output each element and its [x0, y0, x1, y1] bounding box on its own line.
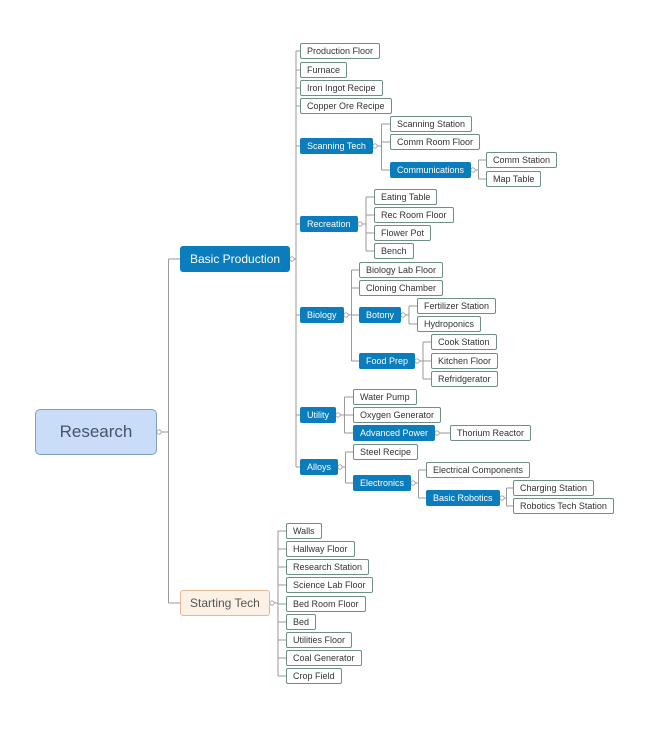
topic-eating-table[interactable]: Eating Table — [374, 189, 438, 205]
collapse-toggle — [414, 358, 420, 364]
topic-recreation[interactable]: Recreation — [300, 216, 358, 232]
topic-comm-room-floor[interactable]: Comm Room Floor — [390, 134, 481, 150]
topic-electronics[interactable]: Electronics — [353, 475, 412, 491]
topic-crop-field[interactable]: Crop Field — [286, 668, 342, 684]
topic-cloning-chamber[interactable]: Cloning Chamber — [359, 280, 444, 296]
topic-walls[interactable]: Walls — [286, 523, 322, 539]
branch-starting-tech[interactable]: Starting Tech — [180, 590, 270, 616]
branch-basic-production[interactable]: Basic Production — [180, 246, 291, 272]
topic-scanning-tech[interactable]: Scanning Tech — [300, 138, 373, 154]
topic-fertilizer-station[interactable]: Fertilizer Station — [417, 298, 497, 314]
collapse-toggle — [269, 600, 275, 606]
topic-bed[interactable]: Bed — [286, 614, 317, 630]
topic-copper-ore-recipe[interactable]: Copper Ore Recipe — [300, 98, 392, 114]
topic-science-lab-floor[interactable]: Science Lab Floor — [286, 577, 373, 593]
collapse-toggle — [343, 312, 349, 318]
topic-iron-ingot-recipe[interactable]: Iron Ingot Recipe — [300, 80, 383, 96]
topic-furnace[interactable]: Furnace — [300, 62, 348, 78]
collapse-toggle — [434, 430, 440, 436]
topic-kitchen-floor[interactable]: Kitchen Floor — [431, 353, 499, 369]
topic-basic-robotics[interactable]: Basic Robotics — [426, 490, 500, 506]
topic-charging-station[interactable]: Charging Station — [513, 480, 595, 496]
topic-electrical-components[interactable]: Electrical Components — [426, 462, 531, 478]
topic-refridgerator[interactable]: Refridgerator — [431, 371, 498, 387]
root-node[interactable]: Research — [35, 409, 157, 455]
topic-bed-room-floor[interactable]: Bed Room Floor — [286, 596, 366, 612]
topic-biology[interactable]: Biology — [300, 307, 344, 323]
topic-botony[interactable]: Botony — [359, 307, 402, 323]
topic-flower-pot[interactable]: Flower Pot — [374, 225, 432, 241]
topic-water-pump[interactable]: Water Pump — [353, 389, 417, 405]
topic-utility[interactable]: Utility — [300, 407, 336, 423]
topic-research-station[interactable]: Research Station — [286, 559, 370, 575]
collapse-toggle — [289, 256, 295, 262]
topic-coal-generator[interactable]: Coal Generator — [286, 650, 362, 666]
topic-production-floor[interactable]: Production Floor — [300, 43, 381, 59]
topic-alloys[interactable]: Alloys — [300, 459, 339, 475]
topic-utilities-floor[interactable]: Utilities Floor — [286, 632, 353, 648]
topic-oxygen-generator[interactable]: Oxygen Generator — [353, 407, 442, 423]
topic-rec-room-floor[interactable]: Rec Room Floor — [374, 207, 454, 223]
topic-map-table[interactable]: Map Table — [486, 171, 542, 187]
collapse-toggle — [372, 143, 378, 149]
topic-cook-station[interactable]: Cook Station — [431, 334, 497, 350]
collapse-toggle — [400, 312, 406, 318]
topic-steel-recipe[interactable]: Steel Recipe — [353, 444, 419, 460]
topic-food-prep[interactable]: Food Prep — [359, 353, 416, 369]
collapse-toggle — [499, 495, 505, 501]
collapse-toggle — [357, 221, 363, 227]
collapse-toggle — [335, 412, 341, 418]
topic-hallway-floor[interactable]: Hallway Floor — [286, 541, 355, 557]
topic-bench[interactable]: Bench — [374, 243, 414, 259]
collapse-toggle — [470, 167, 476, 173]
topic-biology-lab-floor[interactable]: Biology Lab Floor — [359, 262, 444, 278]
collapse-toggle — [156, 429, 162, 435]
topic-hydroponics[interactable]: Hydroponics — [417, 316, 482, 332]
topic-robotics-tech-station[interactable]: Robotics Tech Station — [513, 498, 614, 514]
collapse-toggle — [410, 480, 416, 486]
collapse-toggle — [337, 464, 343, 470]
topic-communications[interactable]: Communications — [390, 162, 472, 178]
topic-thorium-reactor[interactable]: Thorium Reactor — [450, 425, 532, 441]
topic-advanced-power[interactable]: Advanced Power — [353, 425, 436, 441]
topic-scanning-station[interactable]: Scanning Station — [390, 116, 473, 132]
topic-comm-station[interactable]: Comm Station — [486, 152, 558, 168]
